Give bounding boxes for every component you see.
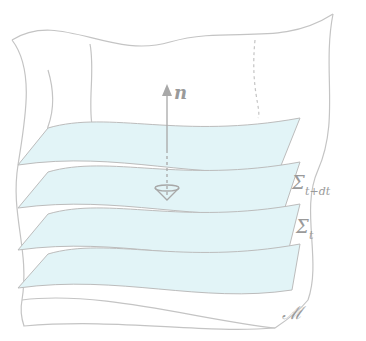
normal-vector [166,92,167,150]
manifold-label: ℳ [282,304,303,322]
hidden-edge [254,40,259,118]
back-edge [48,70,53,128]
fold-edge [90,44,92,125]
vector-label: n [174,84,187,102]
slice [18,244,300,294]
right-edge [308,14,333,300]
surface-label: Σ [296,218,309,236]
surface-subscript: t+dt [305,186,330,197]
slice [18,118,300,172]
top-edge [12,14,333,46]
light-cone-rim [155,185,179,191]
normal-dashed [166,150,167,196]
left-edge [12,40,26,300]
slice [18,162,300,214]
surface-label: Σ [292,174,305,192]
bottom-front [21,300,275,329]
surface-subscript: t [309,230,313,241]
slice [18,204,300,256]
arrowhead [162,84,172,96]
